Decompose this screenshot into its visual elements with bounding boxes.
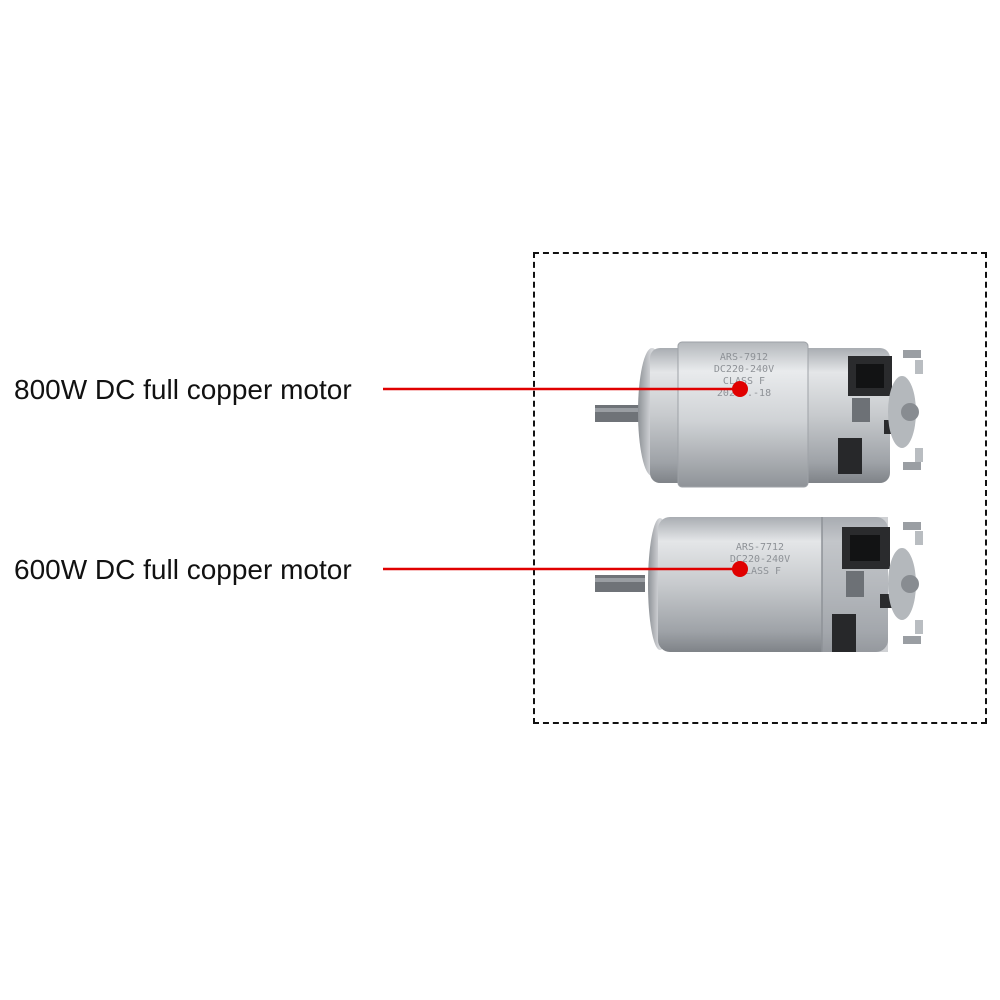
- motor-600w-class-print: CLASS F: [739, 566, 781, 577]
- motor-800w-voltage-print: DC220-240V: [714, 364, 774, 375]
- dashed-product-frame: [533, 252, 987, 724]
- motor-600w-model-print: ARS-7712: [736, 542, 784, 553]
- callout-label-600w: 600W DC full copper motor: [14, 554, 352, 585]
- motor-800w-model-print: ARS-7912: [720, 352, 768, 363]
- leader-dot-800w: [732, 381, 748, 397]
- motor-800w-class-print: CLASS F: [723, 376, 765, 387]
- leader-dot-600w: [732, 561, 748, 577]
- motor-600w-voltage-print: DC220-240V: [730, 554, 790, 565]
- motor-800w-image: ARS-7912 DC220-240V CLASS F 2021-.-18: [595, 341, 923, 488]
- motor-600w-image: ARS-7712 DC220-240V CLASS F: [595, 517, 923, 652]
- callout-label-800w: 800W DC full copper motor: [14, 374, 352, 405]
